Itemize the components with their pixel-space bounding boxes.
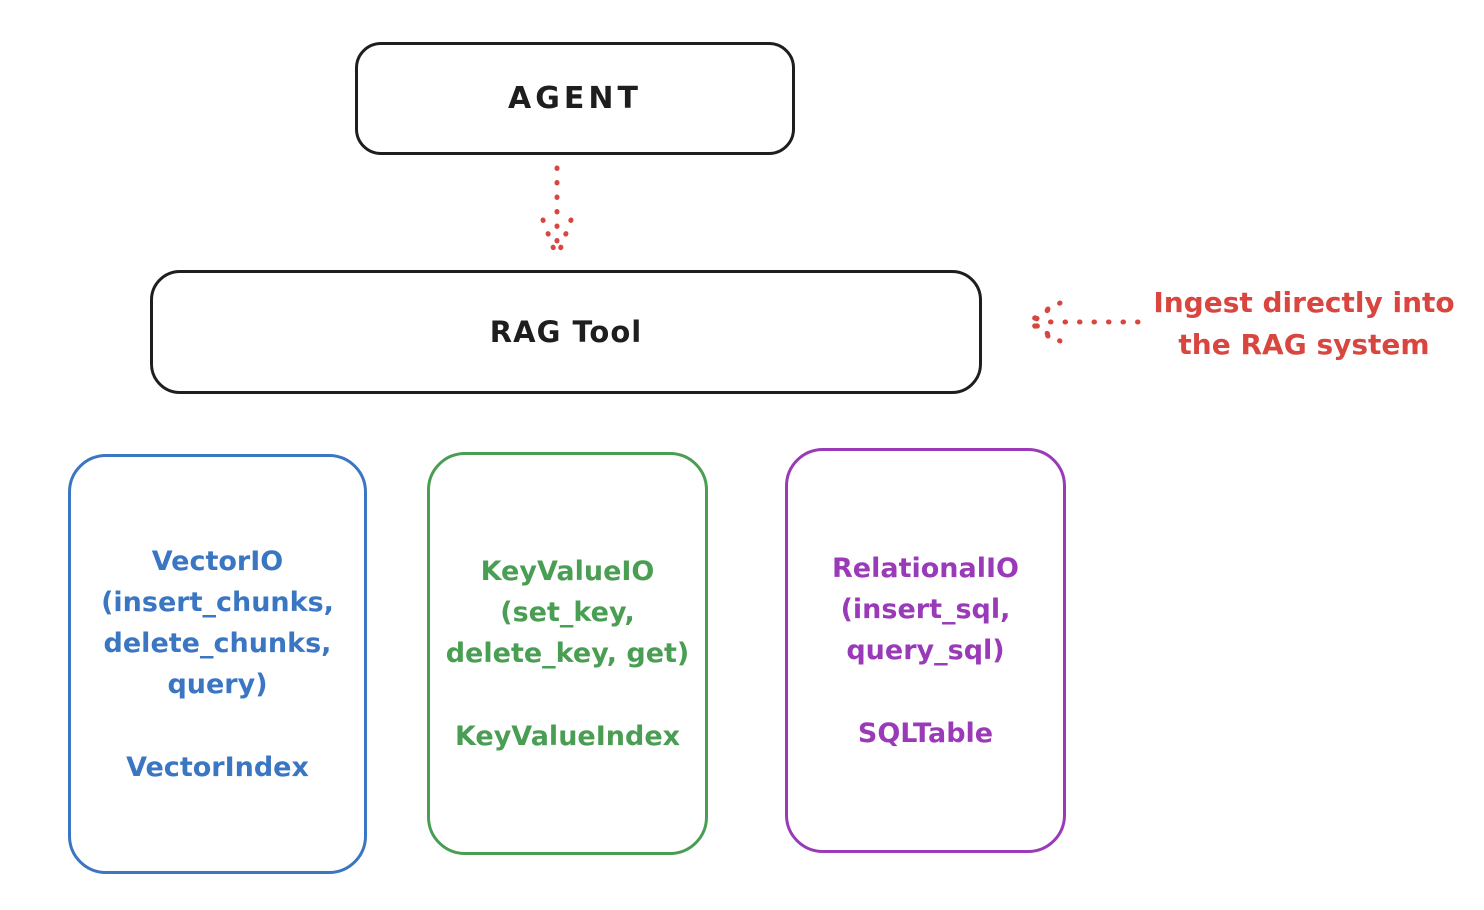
keyvalue-io-methods: KeyValueIO (set_key, delete_key, get): [445, 555, 690, 669]
agent-to-ragtool-arrow: [540, 165, 574, 258]
keyvalue-io-node: KeyValueIO (set_key, delete_key, get) Ke…: [427, 452, 708, 855]
ingest-annotation-arrow: [1025, 300, 1141, 344]
agent-node-label: AGENT: [508, 81, 642, 116]
relational-io-node: RelationalIO (insert_sql, query_sql) SQL…: [785, 448, 1066, 853]
vector-io-node: VectorIO (insert_chunks, delete_chunks, …: [68, 454, 367, 874]
vector-index-label: VectorIndex: [126, 751, 309, 783]
agent-node: AGENT: [355, 42, 795, 155]
rag-tool-node-label: RAG Tool: [489, 315, 643, 349]
keyvalue-index-label: KeyValueIndex: [454, 720, 681, 752]
vector-io-methods: VectorIO (insert_chunks, delete_chunks, …: [101, 545, 334, 700]
rag-tool-node: RAG Tool: [150, 270, 982, 394]
ingest-annotation-text: Ingest directly into the RAG system: [1153, 286, 1455, 361]
relational-io-methods: RelationalIO (insert_sql, query_sql): [832, 552, 1019, 666]
sql-table-label: SQLTable: [857, 717, 994, 749]
